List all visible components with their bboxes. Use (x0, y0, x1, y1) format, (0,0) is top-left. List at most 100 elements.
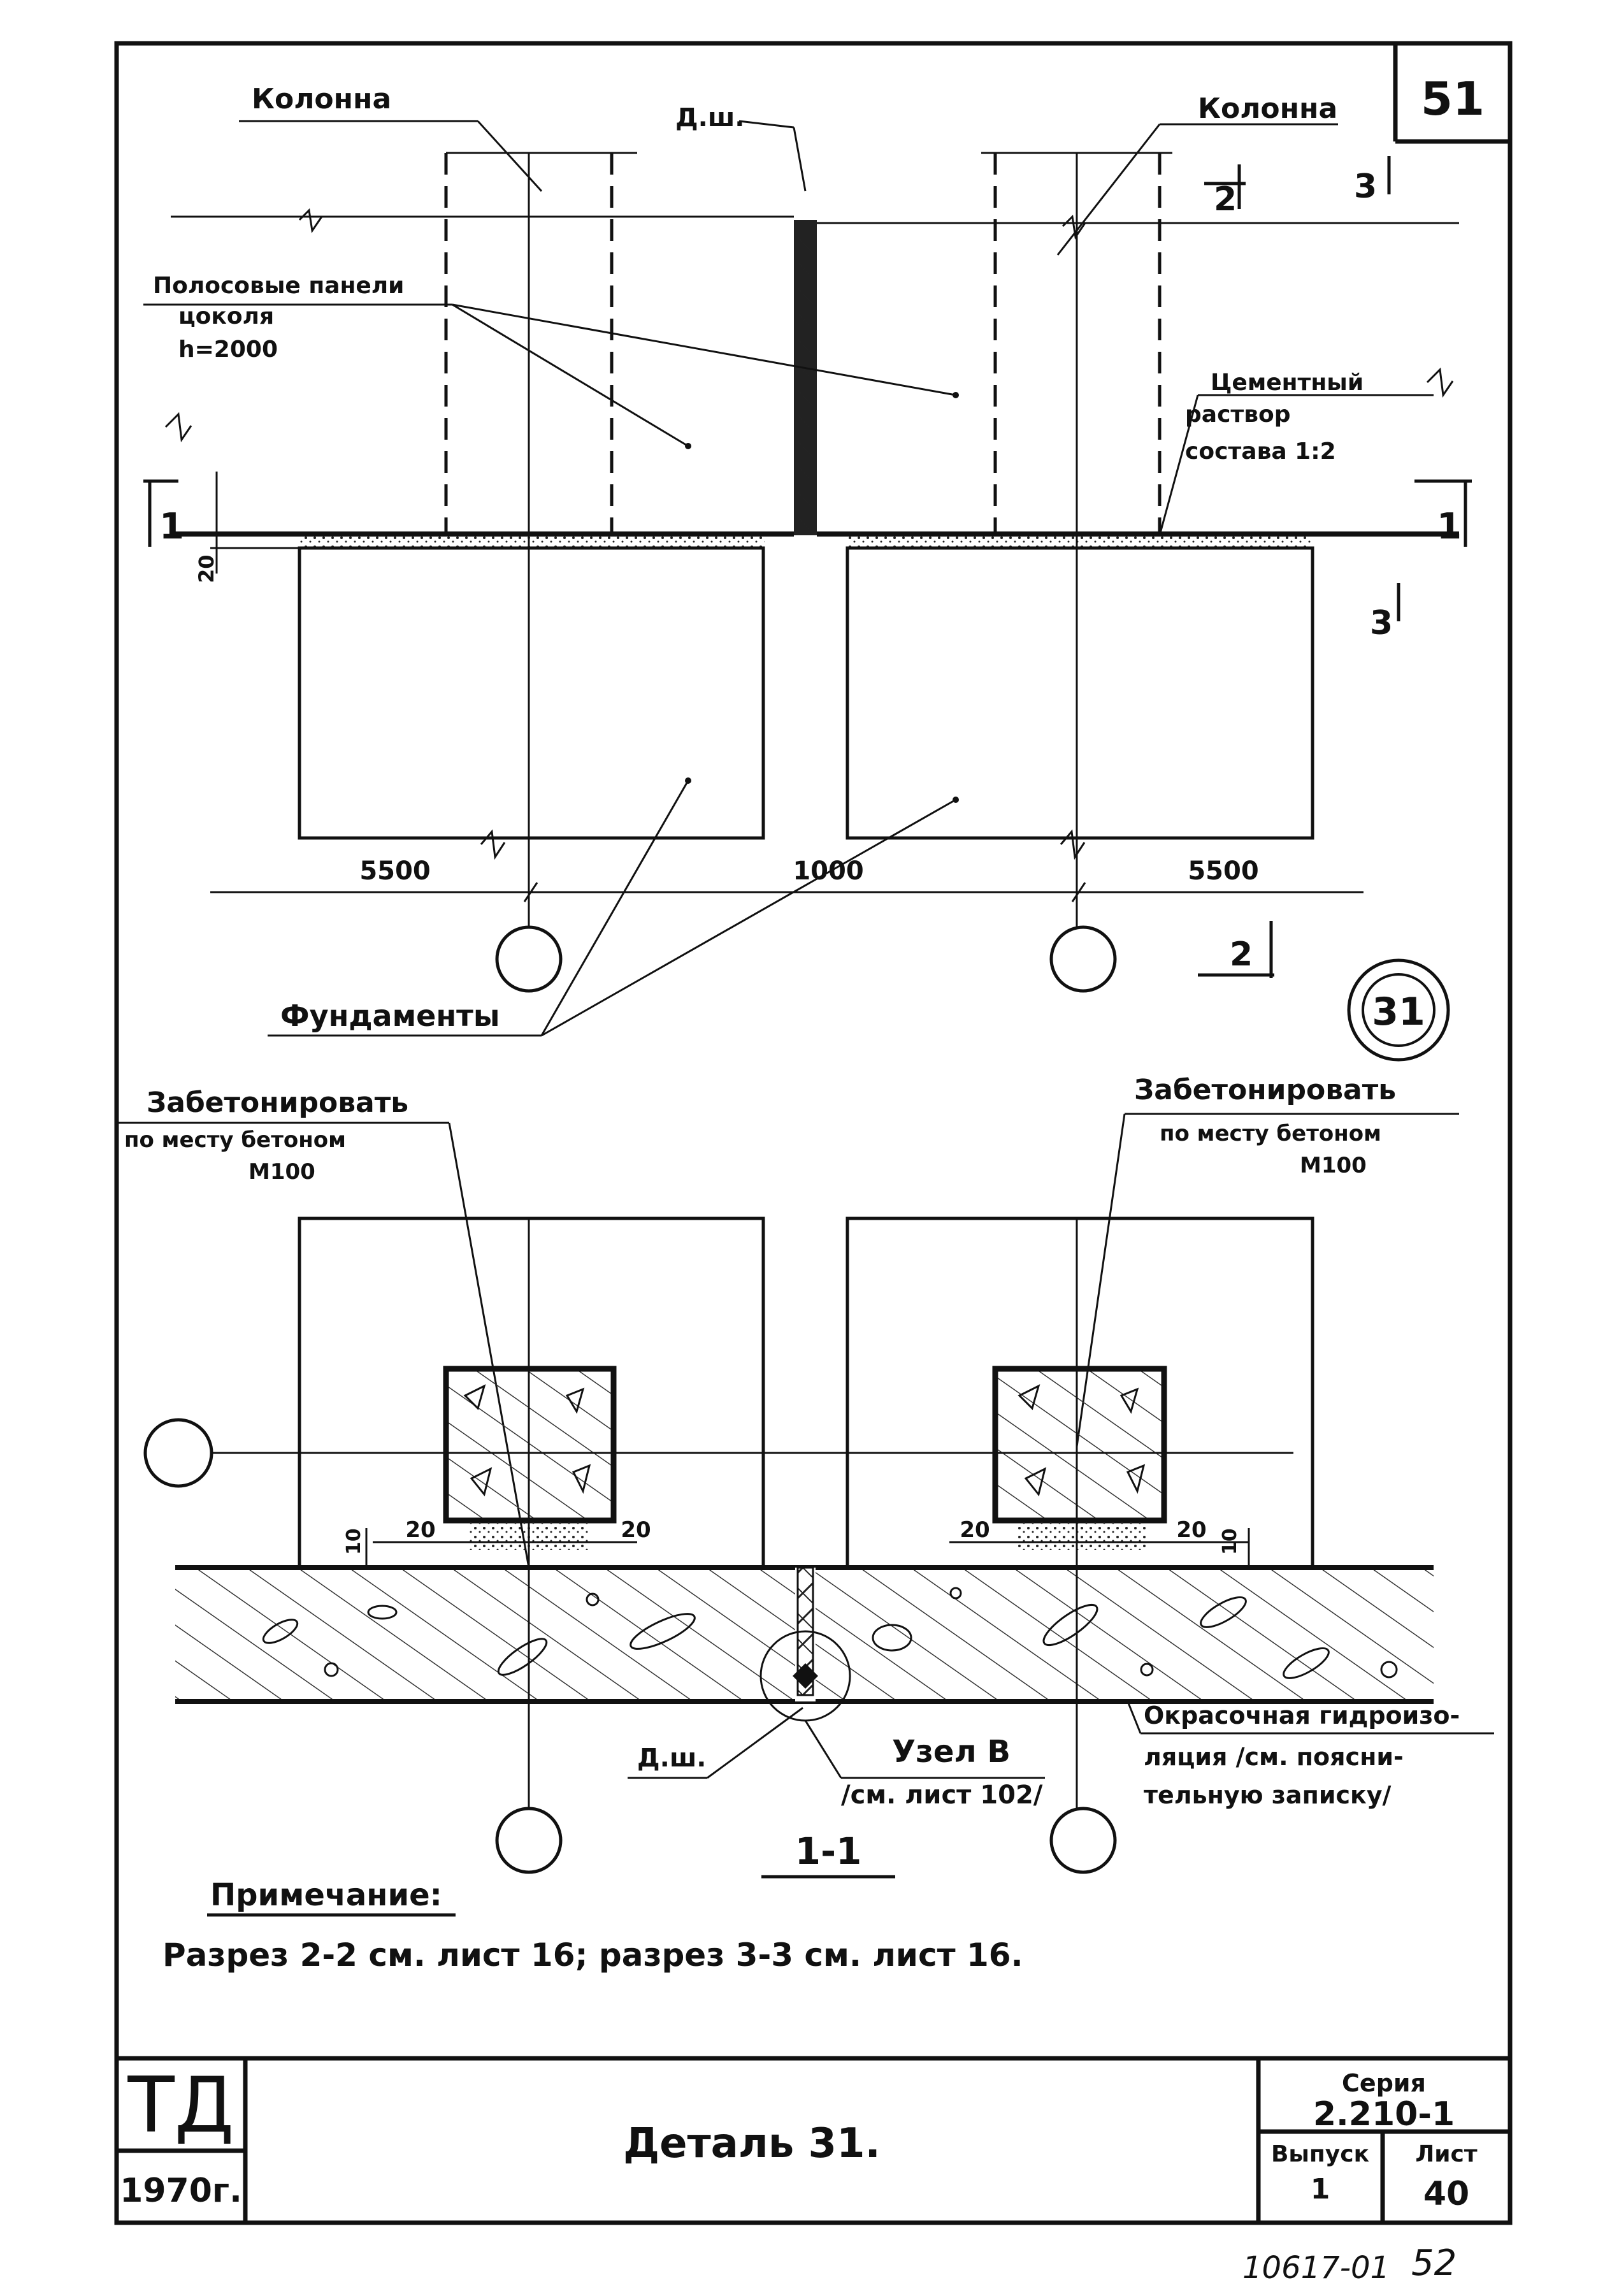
waterproof-leader (1126, 1701, 1142, 1734)
section-view: Забетонировать по месту бетоном М100 Заб… (115, 1074, 1494, 1879)
section-3-bottom: 3 (1370, 604, 1393, 642)
axis-bubble-left (495, 925, 563, 993)
dim-right-20a: 20 (960, 1517, 989, 1543)
break-mark (1060, 829, 1086, 860)
dimension-tick (1071, 882, 1086, 902)
panels-label-line3: h=2000 (178, 336, 278, 363)
foundations-leader-right (541, 798, 956, 1037)
title-block-sheet-label: Лист (1415, 2141, 1477, 2167)
concrete-right-line2: по месту бетоном (1160, 1121, 1381, 1146)
break-mark (164, 412, 192, 443)
note-text: Разрез 2-2 см. лист 16; разрез 3-3 см. л… (162, 1937, 1023, 1974)
detail-circle-inner (1362, 973, 1436, 1047)
title-block-org: ТД (127, 2061, 234, 2150)
panels-label-line1: Полосовые панели (153, 273, 404, 299)
mortar-bed-left (299, 534, 765, 548)
dimension-tick (523, 882, 538, 902)
title-block: ТД 1970г. Деталь 31. Серия 2.210-1 Выпус… (117, 2056, 1510, 2223)
leader-dot (953, 392, 959, 398)
note-heading: Примечание: (210, 1877, 442, 1913)
foundation-left (298, 546, 765, 840)
detail-circle-number: 31 (1372, 990, 1425, 1034)
panels-leader-left (452, 303, 689, 447)
mortar-bed-right (847, 534, 1313, 548)
foundation-right (845, 546, 1314, 840)
leader-dot (953, 797, 959, 803)
expansion-joint-fill (798, 220, 813, 535)
joint-seal (793, 1663, 818, 1689)
title-block-issue-label: Выпуск (1271, 2141, 1369, 2167)
concrete-right-line3: М100 (1300, 1153, 1367, 1178)
foundations-leader-left (540, 780, 689, 1036)
node-b-label: Узел В (892, 1734, 1011, 1770)
footer-code: 10617-01 (1242, 2250, 1390, 2286)
concrete-aggregate-marks (463, 1384, 1146, 1497)
column-left-leader (477, 120, 543, 192)
plan-view: Д.ш. Колонна Колонна Полосовые панели цо… (143, 83, 1472, 1062)
waterproof-line2: ляция /см. поясни- (1144, 1743, 1404, 1771)
leader-dot (685, 443, 691, 449)
section-title: 1-1 (795, 1830, 862, 1873)
mortar-label-line3: состава 1:2 (1185, 438, 1336, 465)
detail-circle-outer (1347, 958, 1450, 1062)
section-axis-bubble-left (495, 1807, 563, 1874)
section-axis-bubble-right (1049, 1807, 1117, 1874)
break-mark (1426, 367, 1454, 398)
axis-bubble-right (1049, 925, 1117, 993)
joint-leader-top (793, 127, 807, 192)
section-foundation-right (845, 1217, 1314, 1568)
panels-leader-right (452, 303, 956, 396)
break-mark (298, 208, 323, 233)
dim-left: 5500 (359, 856, 430, 886)
dim-center: 1000 (793, 856, 863, 886)
section-1-right: 1 (1437, 506, 1462, 547)
section-3-top: 3 (1354, 168, 1377, 206)
joint-label-top: Д.ш. (675, 103, 745, 133)
dim-right-10: 10 (1219, 1528, 1241, 1555)
footer-page: 52 (1411, 2242, 1457, 2284)
leader-dot (685, 777, 691, 784)
sheet-corner-number: 51 (1421, 72, 1485, 126)
concrete-left-line3: М100 (248, 1159, 315, 1185)
dim-right: 5500 (1188, 856, 1258, 886)
title-block-year: 1970г. (120, 2172, 242, 2210)
mortar-label-line2: раствор (1185, 401, 1291, 428)
joint-leader-bottom (707, 1707, 803, 1779)
dim-left-10: 10 (343, 1528, 365, 1555)
break-mark (1061, 214, 1086, 240)
grout-bed-right (1016, 1520, 1147, 1550)
break-mark (480, 829, 506, 860)
column-right-label: Колонна (1198, 92, 1337, 125)
joint-label-bottom: Д.ш. (637, 1744, 707, 1773)
concrete-left-line2: по месту бетоном (124, 1127, 346, 1153)
section-foundation-left (298, 1217, 765, 1568)
dim-20: 20 (194, 554, 219, 583)
axis-bubble-horizontal (143, 1418, 213, 1488)
node-b-leader (804, 1720, 842, 1779)
column-right-leader (1056, 124, 1161, 256)
dim-left-20a: 20 (405, 1517, 435, 1543)
waterproof-line1: Окрасочная гидроизо- (1144, 1701, 1460, 1729)
title-block-series-value: 2.210-1 (1313, 2095, 1455, 2134)
section-2-top: 2 (1214, 180, 1237, 219)
section-1-left: 1 (159, 506, 184, 547)
column-left-label: Колонна (252, 83, 391, 115)
concrete-right-line1: Забетонировать (1134, 1074, 1396, 1106)
title-block-series-label: Серия (1342, 2069, 1426, 2097)
column-pocket-right-fill (995, 1369, 1164, 1520)
concrete-left-line1: Забетонировать (147, 1087, 408, 1119)
joint-leader-top (738, 120, 795, 129)
title-block-title: Деталь 31. (623, 2120, 881, 2167)
mortar-leader (1158, 394, 1199, 536)
mortar-label-line1: Цементный (1211, 370, 1364, 396)
section-2-bottom: 2 (1230, 935, 1253, 974)
waterproof-line3: тельную записку/ (1144, 1781, 1392, 1809)
foundations-label: Фундаменты (280, 999, 500, 1033)
dim-left-20b: 20 (621, 1517, 651, 1543)
sheet-frame (114, 41, 1513, 2225)
title-block-sheet-value: 40 (1423, 2175, 1469, 2213)
dim-right-20b: 20 (1176, 1517, 1206, 1543)
node-b-ref: /см. лист 102/ (841, 1780, 1043, 1810)
panels-label-line2: цоколя (178, 303, 274, 329)
